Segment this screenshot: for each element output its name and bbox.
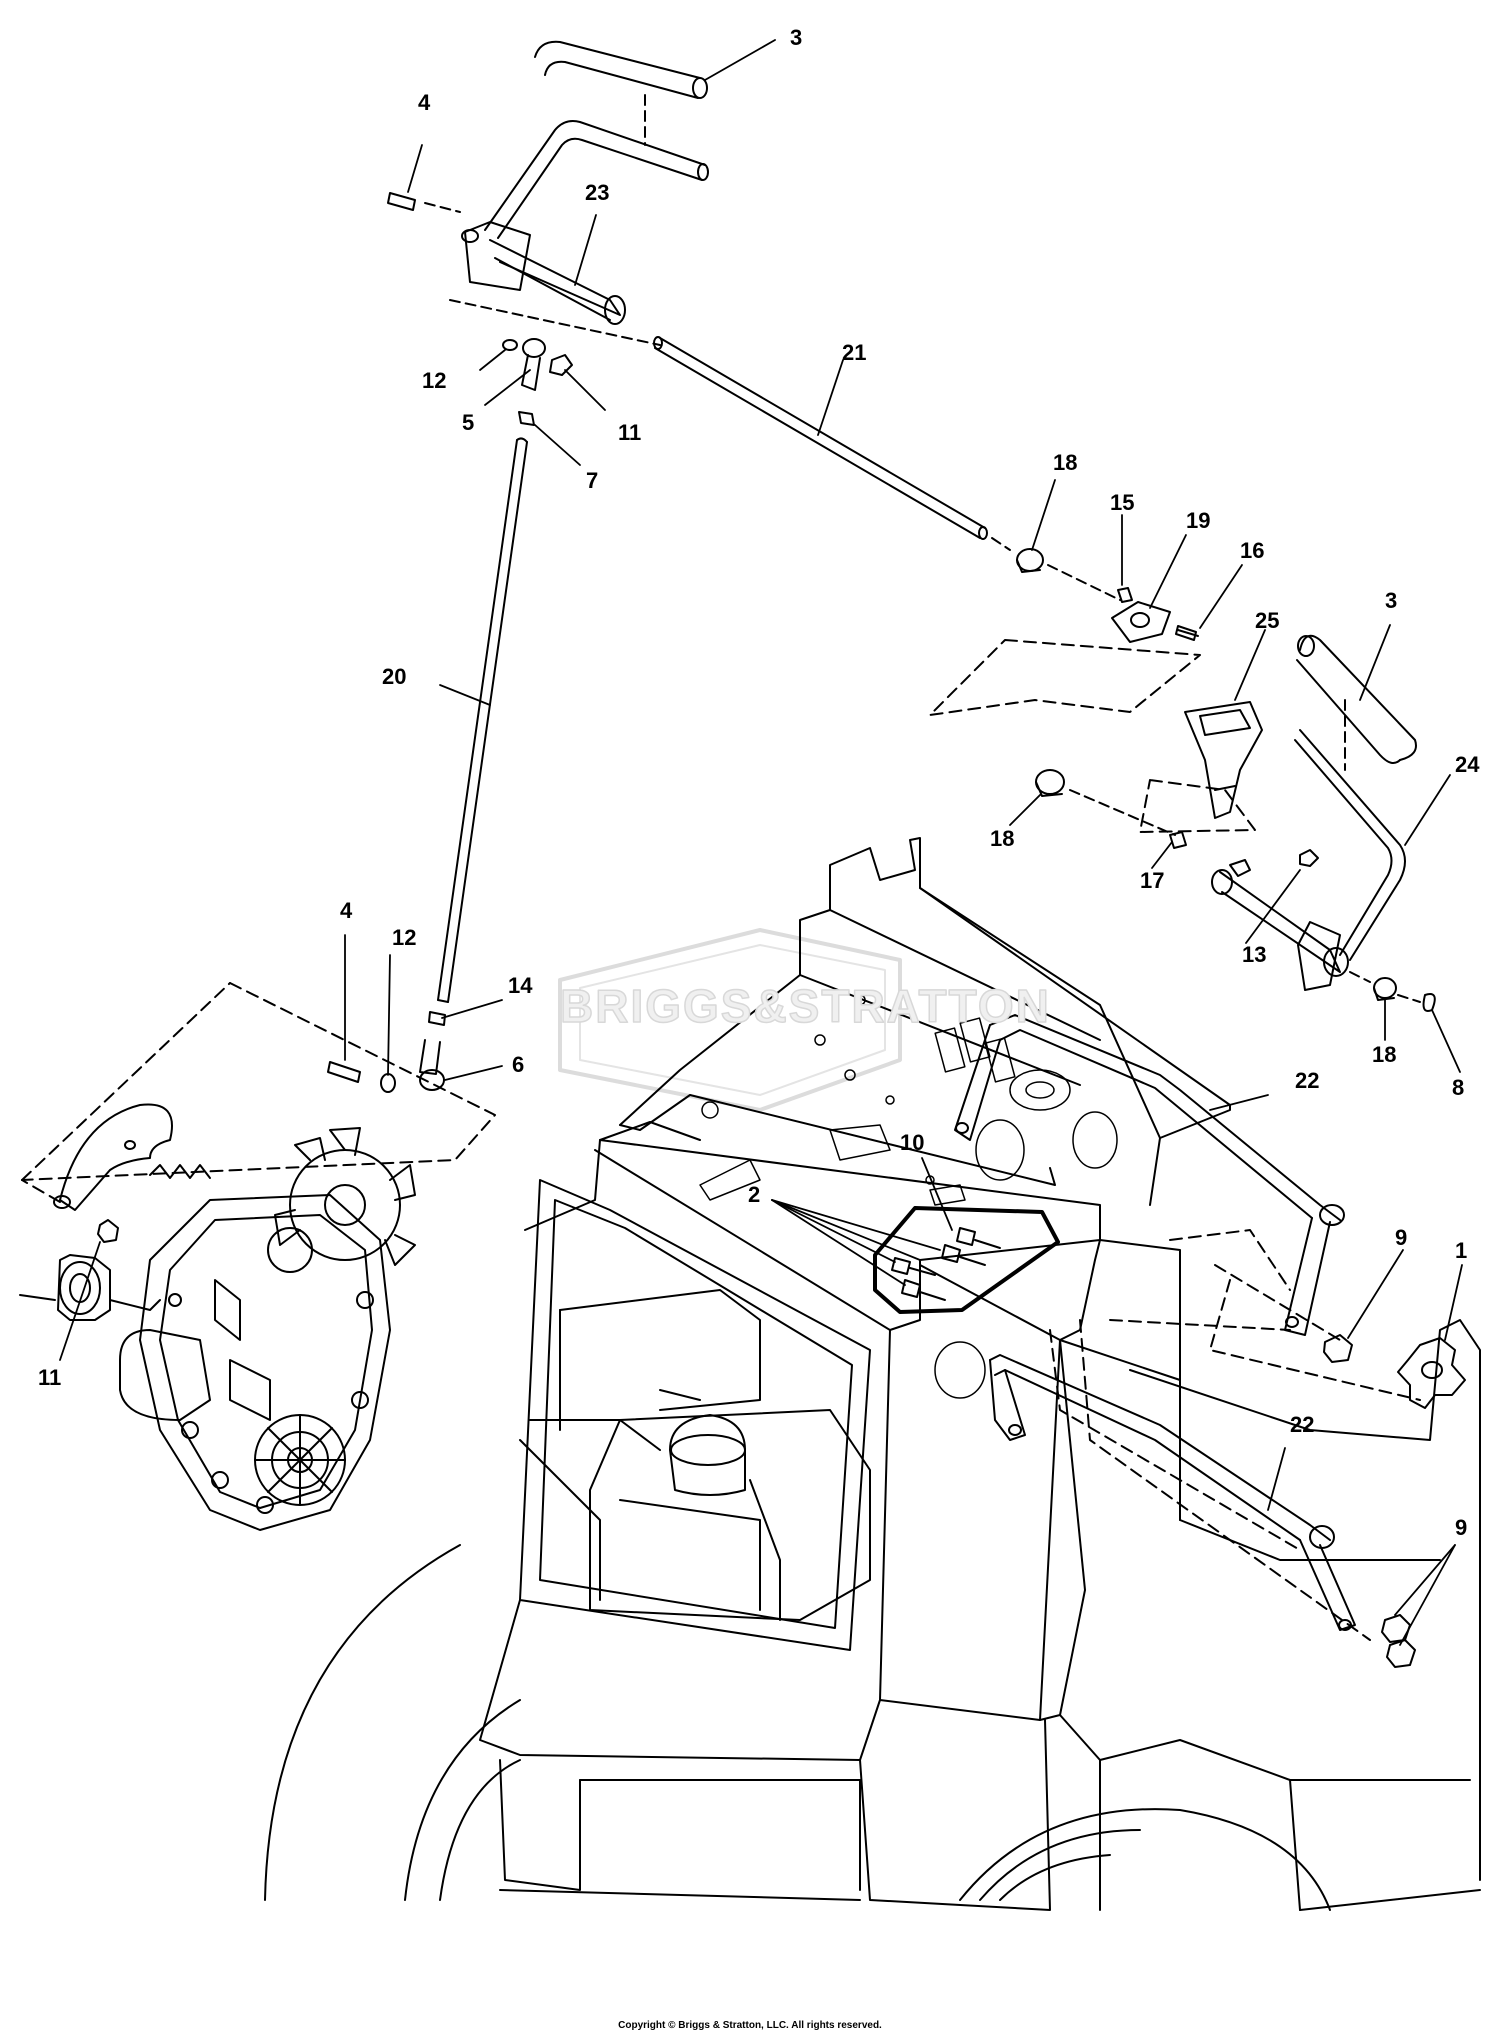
brand-watermark [558, 928, 902, 1112]
callout-15: 15 [1110, 490, 1134, 515]
transmission-unit [19, 1103, 416, 1531]
upper-handle-grip [534, 40, 708, 146]
callout-4: 4 [418, 90, 431, 115]
callout-18: 18 [1372, 1042, 1396, 1067]
callout-24: 24 [1455, 752, 1480, 777]
callout-13: 13 [1242, 942, 1266, 967]
rod-end-assembly [502, 338, 573, 426]
callout-3: 3 [1385, 588, 1397, 613]
callout-12: 12 [392, 925, 416, 950]
lower-handlebar [989, 1354, 1356, 1631]
lever-bolt-nut [1169, 831, 1319, 867]
callout-leaders [59, 39, 1463, 1646]
wheel [264, 1544, 1331, 1911]
callout-9: 9 [1395, 1225, 1407, 1250]
callout-3: 3 [790, 25, 802, 50]
callout-2: 2 [748, 1182, 760, 1207]
bearing-flange [1111, 587, 1199, 643]
callout-20: 20 [382, 664, 406, 689]
lower-bolt-washer [327, 1061, 396, 1093]
upper-handlebar [954, 1014, 1345, 1336]
cross-rod [653, 336, 1011, 551]
callout-12: 12 [422, 368, 446, 393]
callout-6: 6 [512, 1052, 524, 1077]
right-handle-grip [1296, 634, 1417, 771]
callout-9: 9 [1455, 1515, 1467, 1540]
callout-1: 1 [1455, 1238, 1467, 1263]
callout-7: 7 [586, 468, 598, 493]
callout-14: 14 [508, 973, 533, 998]
callout-19: 19 [1186, 508, 1210, 533]
callout-5: 5 [462, 410, 474, 435]
callout-18: 18 [990, 826, 1014, 851]
watermark-text: BRIGGS&STRATTON [560, 980, 1051, 1032]
callout-10: 10 [900, 1130, 924, 1155]
upper-bushing [1016, 548, 1121, 601]
cooling-fan [274, 1127, 416, 1266]
callout-18: 18 [1053, 450, 1077, 475]
callout-labels: 3 4 23 21 12 5 11 7 18 15 19 16 3 25 20 … [38, 25, 1480, 1540]
chassis-console [479, 837, 1481, 1911]
callout-21: 21 [842, 340, 866, 365]
console-holes [699, 994, 1118, 1399]
hydraulic-reservoir [519, 1289, 871, 1621]
upper-control-lever [461, 120, 709, 325]
copyright-notice: Copyright © Briggs & Stratton, LLC. All … [618, 2020, 882, 2031]
callout-22: 22 [1295, 1068, 1319, 1093]
callout-25: 25 [1255, 608, 1279, 633]
callout-16: 16 [1240, 538, 1264, 563]
upper-bolt [387, 192, 461, 213]
callout-11: 11 [38, 1365, 61, 1390]
vertical-linkage-rod [437, 437, 528, 1003]
lower-control-lever [1211, 729, 1406, 991]
lower-rod-end [419, 1011, 446, 1091]
lever-guide-bracket [1184, 701, 1263, 819]
middle-bushing [1035, 769, 1176, 836]
callout-17: 17 [1140, 868, 1164, 893]
callout-11: 11 [618, 420, 641, 445]
handle-nut-knob [1323, 1334, 1466, 1668]
callout-4: 4 [340, 898, 353, 923]
callout-23: 23 [585, 180, 609, 205]
callout-22: 22 [1290, 1412, 1314, 1437]
console-bolts [891, 1227, 1001, 1301]
lower-bushing-clip [1373, 977, 1436, 1012]
callout-8: 8 [1452, 1075, 1464, 1100]
highlight-octagon [873, 1206, 1060, 1314]
